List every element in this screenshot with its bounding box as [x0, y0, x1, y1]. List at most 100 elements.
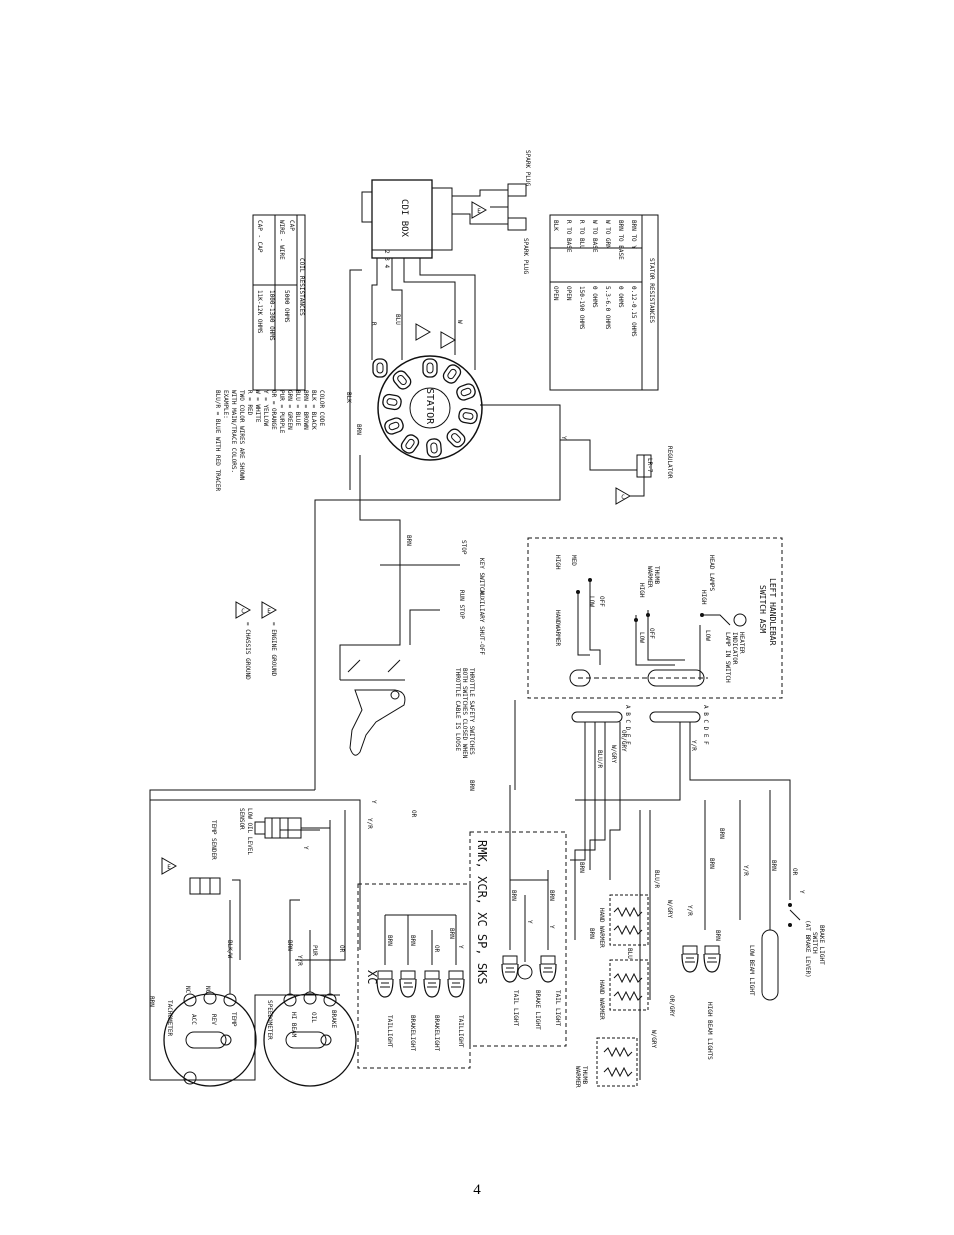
svg-text:OPEN: OPEN	[552, 286, 559, 301]
svg-text:THUMB: THUMB	[581, 1066, 588, 1084]
svg-text:HIGH: HIGH	[554, 555, 561, 570]
svg-text:BRN: BRN	[148, 996, 155, 1007]
svg-text:Y/R: Y/R	[296, 955, 303, 966]
svg-text:1000-1300 OHMS: 1000-1300 OHMS	[268, 290, 275, 341]
svg-text:BLK: BLK	[345, 392, 352, 403]
svg-text:SWITCH: SWITCH	[811, 932, 818, 954]
svg-text:E: E	[167, 864, 171, 871]
page-number: 4	[473, 1182, 481, 1198]
svg-text:TEMP SENDER: TEMP SENDER	[210, 820, 217, 860]
svg-text:LOW OIL LEVEL: LOW OIL LEVEL	[246, 808, 253, 855]
svg-text:PUR: PUR	[311, 945, 318, 956]
svg-text:A B C D E F: A B C D E F	[624, 705, 631, 745]
svg-text:TAIL LIGHT: TAIL LIGHT	[512, 990, 519, 1027]
svg-text:BRN: BRN	[588, 928, 595, 939]
svg-text:= CHASSIS GROUND: = CHASSIS GROUND	[244, 622, 251, 680]
svg-text:Y/R: Y/R	[742, 865, 749, 876]
svg-text:BLU/R: BLU/R	[653, 870, 660, 888]
key-switch-stop: STOP	[460, 540, 467, 555]
gauge-wiring	[150, 899, 340, 1081]
svg-text:= ENGINE GROUND: = ENGINE GROUND	[270, 622, 277, 677]
rmk-lights-box: RMK, XCR, XC SP, SKS TAIL LIGHT BRAKE LI…	[469, 831, 567, 1047]
svg-text:WITH MAIN/TRACE COLORS.: WITH MAIN/TRACE COLORS.	[230, 390, 237, 473]
svg-text:LAMP IN SWITCH: LAMP IN SWITCH	[724, 632, 731, 683]
svg-text:CAP: CAP	[288, 220, 295, 231]
svg-text:BLU/R = BLUE WITH RED TRACER: BLU/R = BLUE WITH RED TRACER	[214, 390, 221, 492]
svg-text:Y: Y	[798, 890, 805, 894]
tachometer: TACHOMETER TEMP REV ACC NC NC	[163, 986, 257, 1087]
svg-text:BLU = BLUE: BLU = BLUE	[294, 390, 301, 427]
svg-text:HAND WARMER: HAND WARMER	[598, 980, 605, 1020]
xc-lights-box: XC TAILLIGHT BRAKELIGHT BRAKELIGHT TAILL…	[357, 883, 471, 1069]
key-switch-area	[339, 540, 460, 756]
svg-text:MED: MED	[570, 555, 577, 566]
svg-text:HI BEAM: HI BEAM	[290, 1012, 297, 1038]
svg-text:SWITCH ASM: SWITCH ASM	[758, 585, 767, 633]
svg-text:THROTTLE CABLE IS LOOSE: THROTTLE CABLE IS LOOSE	[454, 668, 461, 751]
speedometer: SPEEDOMETER BRAKE OIL HI BEAM	[263, 991, 357, 1087]
hand-warmers: HAND WARMER HAND WARMER	[598, 894, 649, 1020]
svg-text:OPEN: OPEN	[565, 286, 572, 301]
spark-plug-label-1: SPARK PLUG	[524, 150, 531, 187]
svg-text:BRN: BRN	[718, 828, 725, 839]
svg-text:HEATER: HEATER	[738, 632, 745, 654]
svg-text:W/GRY: W/GRY	[666, 900, 673, 918]
svg-text:5.3-6.0 OHMS: 5.3-6.0 OHMS	[604, 286, 611, 330]
svg-text:W TO BASE: W TO BASE	[591, 220, 598, 253]
svg-text:OR/GRY: OR/GRY	[620, 730, 627, 752]
cdi-pin-labels: 2 3 4	[383, 250, 390, 268]
low-beam-light: LOW BEAM LIGHT	[748, 929, 779, 1001]
svg-text:5000 OHMS: 5000 OHMS	[283, 290, 290, 323]
svg-text:TWO COLOR WIRES ARE SHOWN: TWO COLOR WIRES ARE SHOWN	[238, 390, 245, 481]
svg-text:BRN: BRN	[578, 862, 585, 873]
svg-text:THUMB: THUMB	[653, 566, 660, 584]
svg-text:LOW: LOW	[704, 630, 711, 641]
svg-text:WARMER: WARMER	[646, 566, 653, 588]
svg-text:WIRE - WIRE: WIRE - WIRE	[278, 220, 285, 260]
svg-text:THROTTLE SAFETY SWITCHES: THROTTLE SAFETY SWITCHES	[468, 668, 475, 755]
svg-text:BRN: BRN	[510, 890, 517, 901]
svg-text:OR/GRY: OR/GRY	[668, 995, 675, 1017]
svg-text:W: W	[456, 320, 463, 324]
svg-text:OFF: OFF	[598, 596, 605, 607]
svg-text:CAP - CAP: CAP - CAP	[256, 220, 263, 253]
svg-text:Y/R: Y/R	[366, 818, 373, 829]
svg-text:BOTH SWITCHES CLOSED WHEN: BOTH SWITCHES CLOSED WHEN	[461, 668, 468, 759]
svg-text:TAIL LIGHT: TAIL LIGHT	[554, 990, 561, 1027]
stator: STATOR	[372, 355, 483, 461]
svg-text:A B C D E F: A B C D E F	[702, 705, 709, 745]
svg-text:BRN: BRN	[448, 928, 455, 939]
svg-text:BRAKELIGHT: BRAKELIGHT	[433, 1015, 440, 1052]
svg-text:NC: NC	[184, 986, 191, 994]
svg-text:BRAKE: BRAKE	[330, 1010, 337, 1028]
svg-text:REV: REV	[210, 1014, 217, 1025]
svg-text:LOW BEAM LIGHT: LOW BEAM LIGHT	[748, 945, 755, 996]
svg-text:WARMER: WARMER	[574, 1066, 581, 1088]
svg-text:LOW: LOW	[588, 596, 595, 607]
svg-text:C: C	[241, 608, 245, 615]
svg-text:BLK: BLK	[552, 220, 559, 231]
svg-text:W = WHITE: W = WHITE	[254, 390, 261, 423]
svg-text:BRN: BRN	[386, 935, 393, 946]
regulator-part: LR-7	[646, 458, 653, 473]
svg-text:XC: XC	[365, 970, 379, 984]
svg-text:(AT BRAKE LEVER): (AT BRAKE LEVER)	[804, 920, 811, 978]
svg-text:0 OHMS: 0 OHMS	[591, 286, 598, 308]
svg-text:Y: Y	[457, 945, 464, 949]
key-switch-label: KEY SWITCH	[478, 558, 485, 595]
svg-text:COLOR CODE: COLOR CODE	[318, 390, 325, 427]
svg-text:ACC: ACC	[190, 1014, 197, 1025]
stator-wiring	[314, 258, 561, 790]
svg-text:TEMP: TEMP	[230, 1012, 237, 1027]
svg-text:R TO BASE: R TO BASE	[565, 220, 572, 253]
stator-resistances-table: STATOR RESISTANCES BRN TO Y 0.12-0.15 OH…	[549, 214, 659, 391]
left-handlebar-switch: LEFT HANDLEBAR SWITCH ASM HEAD LAMPS HIG…	[527, 537, 783, 699]
high-beam-lights: HIGH BEAM LIGHTS Y/R BRN	[681, 905, 721, 1060]
svg-text:R = RED: R = RED	[246, 390, 253, 416]
svg-text:BRN TO BASE: BRN TO BASE	[617, 220, 624, 260]
svg-text:BLK/W: BLK/W	[226, 940, 233, 958]
cdi-box-label: CDI BOX	[399, 199, 409, 238]
svg-text:LOW: LOW	[638, 632, 645, 643]
svg-text:OIL: OIL	[310, 1012, 317, 1023]
svg-text:Y: Y	[560, 436, 567, 440]
